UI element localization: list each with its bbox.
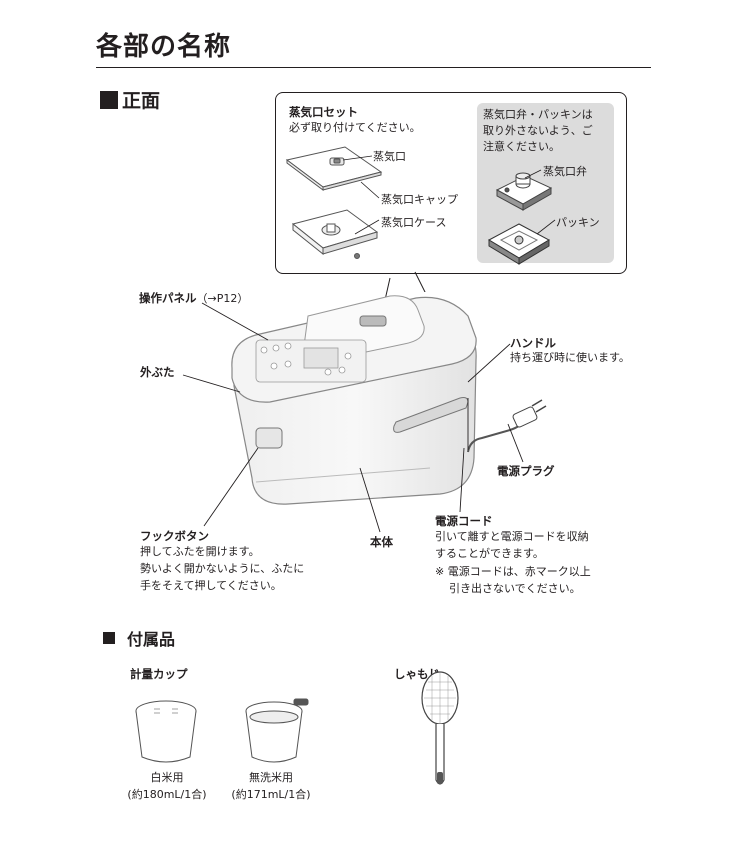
- control-panel-label: 操作パネル: [139, 291, 197, 305]
- power-cord-note-line-2: することができます。: [435, 547, 544, 560]
- rice-cooker-illustration: [231, 277, 477, 505]
- measuring-cup-label: 計量カップ: [130, 667, 188, 681]
- steam-vent-case-drawing: [291, 209, 379, 259]
- steam-vent-label: 蒸気口: [373, 150, 406, 163]
- section-accessories-heading: 付属品: [103, 626, 175, 650]
- valve-note-line-3: 注意ください。: [483, 140, 560, 153]
- power-cord-illustration: [467, 399, 547, 453]
- packing-label: パッキン: [556, 216, 600, 229]
- power-plug-drawing: [512, 399, 547, 428]
- body-label: 本体: [370, 535, 393, 549]
- page-title: 各部の名称: [96, 32, 232, 62]
- handle-label: ハンドル: [510, 336, 556, 350]
- power-cord-label: 電源コード: [435, 514, 493, 528]
- section-front-heading: 正面: [100, 86, 160, 113]
- title-rule: [96, 67, 651, 68]
- power-cord-warning-line-1: ※ 電源コードは、赤マーク以上: [435, 565, 591, 578]
- steam-vent-parts-illustration: [285, 146, 556, 292]
- steam-vent-set-note: 必ず取り付けてください。: [289, 121, 421, 134]
- steam-valve-label: 蒸気口弁: [543, 165, 587, 178]
- hook-button-label: フックボタン: [140, 529, 209, 543]
- section-square-icon: [103, 632, 115, 644]
- control-panel-ref: （→P12）: [196, 292, 249, 305]
- steam-vent-cap-drawing: [285, 146, 383, 191]
- valve-note-line-2: 取り外さないよう、ご: [483, 124, 593, 137]
- power-cord-warning-line-2: 引き出さないでください。: [449, 582, 581, 595]
- valve-note-line-1: 蒸気口弁・パッキンは: [483, 108, 593, 121]
- power-cord-note-line-1: 引いて離すと電源コードを収納: [435, 530, 589, 543]
- steam-vent-case-label: 蒸気口ケース: [381, 216, 447, 229]
- white-rice-cup-capacity: (約180mL/1合): [127, 788, 207, 801]
- white-rice-cup-label: 白米用: [150, 771, 184, 784]
- steam-vent-set-heading: 蒸気口セット: [289, 105, 358, 119]
- measuring-cups-illustration: [135, 698, 309, 763]
- steam-vent-cap-label: 蒸気口キャップ: [381, 193, 458, 206]
- control-panel-label-group: 操作パネル（→P12）: [139, 287, 248, 306]
- section-square-icon: [100, 90, 118, 109]
- packing-drawing: [487, 223, 551, 265]
- wash-free-cup-drawing: [245, 698, 309, 763]
- outer-lid-label: 外ぶた: [140, 365, 175, 379]
- hook-note-line-1: 押してふたを開けます。: [140, 545, 260, 558]
- white-rice-cup-drawing: [135, 700, 197, 763]
- control-panel-drawing: [255, 339, 367, 383]
- steam-valve-drawing: [495, 172, 553, 211]
- power-plug-label: 電源プラグ: [497, 464, 555, 478]
- wash-free-cup-capacity: (約171mL/1合): [231, 788, 311, 801]
- hook-note-line-2: 勢いよく開かないように、ふたに: [140, 562, 305, 575]
- hook-note-line-3: 手をそえて押してください。: [140, 579, 282, 592]
- wash-free-cup-label: 無洗米用: [249, 771, 293, 784]
- rice-paddle-illustration: [421, 671, 459, 785]
- handle-note: 持ち運び時に使います。: [510, 351, 630, 364]
